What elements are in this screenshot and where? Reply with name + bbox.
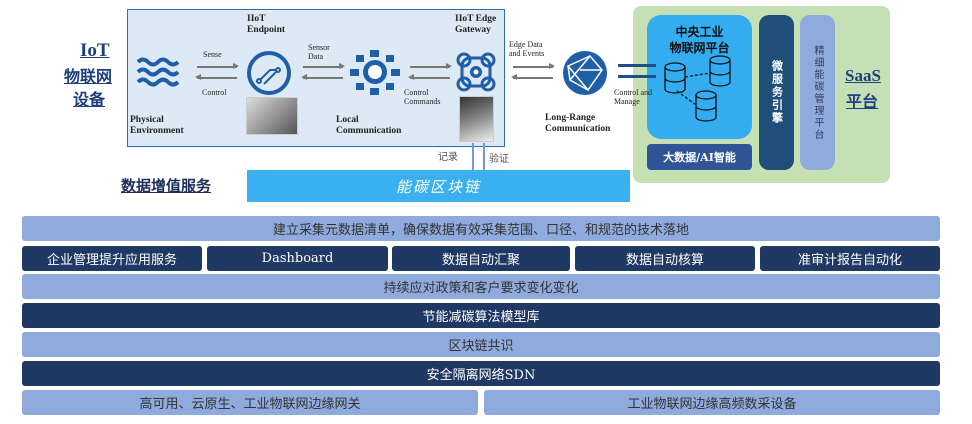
manage-arrow-right bbox=[618, 64, 656, 67]
layer-policy-adapt: 持续应对政策和客户要求变化变化 bbox=[22, 274, 940, 299]
command-return-arrow bbox=[408, 74, 450, 80]
database-icon bbox=[664, 55, 731, 122]
microservice-engine-box: 微服务引擎 bbox=[759, 15, 794, 170]
data-services-label: 数据增值服务 bbox=[121, 177, 212, 195]
manage-arrow-left bbox=[618, 75, 656, 78]
sense-arrow bbox=[197, 63, 239, 69]
iot-subtitle-1: 物联网 bbox=[64, 67, 113, 86]
layer-metadata: 建立采集元数据清单，确保数据有效采集范围、口径、和规范的技术落地 bbox=[22, 216, 940, 241]
globe-network-icon bbox=[563, 51, 607, 95]
layer-sdn: 安全隔离网络SDN bbox=[22, 361, 940, 386]
verify-label: 验证 bbox=[489, 154, 509, 165]
layer-data-collection-device: 工业物联网边缘高频数采设备 bbox=[484, 390, 940, 415]
verify-arrow bbox=[483, 143, 485, 176]
layer-data-accounting: 数据自动核算 bbox=[575, 246, 755, 271]
gateway-gear-icon bbox=[456, 52, 496, 92]
waves-icon bbox=[137, 57, 179, 87]
layer-edge-gateway: 高可用、云原生、工业物联网边缘网关 bbox=[22, 390, 478, 415]
endpoint-device-photo bbox=[246, 97, 298, 135]
iot-subtitle-2: 设备 bbox=[73, 90, 106, 109]
layer-blockchain-consensus: 区块链共识 bbox=[22, 332, 940, 357]
layer-dashboard: Dashboard bbox=[207, 246, 388, 271]
sensor-data-return-arrow bbox=[301, 74, 343, 80]
fine-carbon-platform-box: 精细能碳管理平台 bbox=[800, 15, 835, 170]
sensor-data-arrow bbox=[303, 63, 345, 69]
saas-title: SaaS bbox=[845, 66, 881, 85]
circuit-icon bbox=[247, 51, 291, 95]
gateway-device-photo bbox=[459, 96, 494, 142]
sense-label: Sense bbox=[203, 50, 222, 59]
saas-subtitle: 平台 bbox=[846, 92, 879, 111]
control-arrow bbox=[195, 74, 237, 80]
layer-app-service: 企业管理提升应用服务 bbox=[22, 246, 202, 271]
layer-audit-report: 准审计报告自动化 bbox=[760, 246, 940, 271]
cloud-network-icon bbox=[350, 50, 400, 95]
iot-title: IoT bbox=[80, 40, 110, 61]
central-platform-label: 中央工业物联网平台 bbox=[669, 25, 730, 55]
layer-algorithm-library: 节能减碳算法模型库 bbox=[22, 303, 940, 328]
command-arrow bbox=[410, 63, 452, 69]
record-arrow bbox=[472, 143, 474, 176]
layer-data-aggregation: 数据自动汇聚 bbox=[392, 246, 570, 271]
edge-data-arrow bbox=[513, 63, 555, 69]
record-label: 记录 bbox=[438, 152, 458, 163]
control-label: Control bbox=[202, 88, 227, 97]
bigdata-ai-box: 大数据/AI智能 bbox=[647, 144, 752, 170]
edge-data-return-arrow bbox=[511, 74, 553, 80]
blockchain-bar: 能碳区块链 bbox=[247, 170, 630, 202]
